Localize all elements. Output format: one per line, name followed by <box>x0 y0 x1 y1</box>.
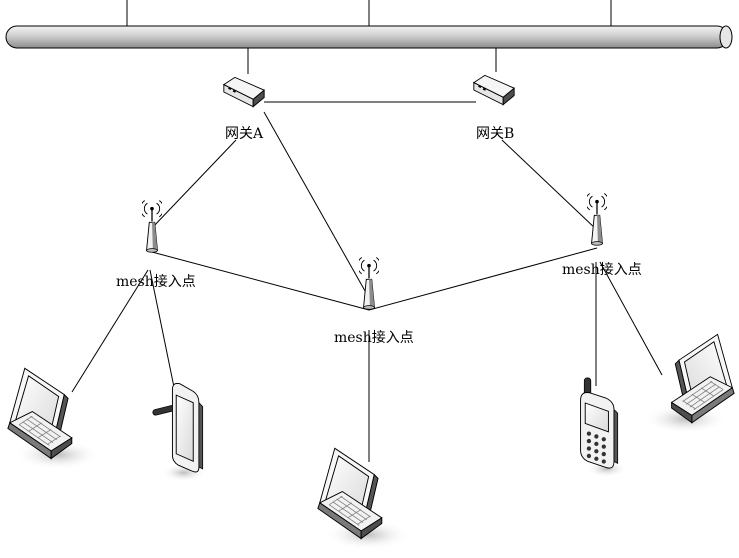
link-ap-left-ap-center <box>151 251 370 311</box>
laptop-left-icon <box>7 367 100 471</box>
gateway-a-label: 网关A <box>225 126 264 142</box>
link-ap-left-laptop-left <box>71 269 149 393</box>
connection-links <box>71 48 663 462</box>
link-gateway-a-ap-center <box>263 111 370 299</box>
laptop-right-icon <box>644 333 735 435</box>
link-gateway-a-ap-left <box>151 139 237 229</box>
ap-left-antenna-icon <box>142 199 162 254</box>
ap-right-antenna-icon <box>587 192 607 247</box>
ap-center-label: mesh接入点 <box>334 330 414 346</box>
tablet-icon <box>151 382 207 483</box>
gateway-a-router-icon <box>223 76 265 108</box>
link-ap-right-laptop-right <box>599 261 663 376</box>
link-ap-center-ap-right <box>368 247 598 311</box>
ap-left-label: mesh接入点 <box>116 274 196 290</box>
gateway-b-router-icon <box>473 74 515 106</box>
ap-right-label: mesh接入点 <box>562 262 642 278</box>
link-gateway-b-ap-right <box>501 139 598 231</box>
gateway-b-label: 网关B <box>476 126 515 142</box>
backbone-bus <box>5 0 733 49</box>
mobile-phone-icon <box>580 377 627 478</box>
laptop-center-icon <box>317 447 410 551</box>
link-ap-left-tablet <box>149 269 176 393</box>
